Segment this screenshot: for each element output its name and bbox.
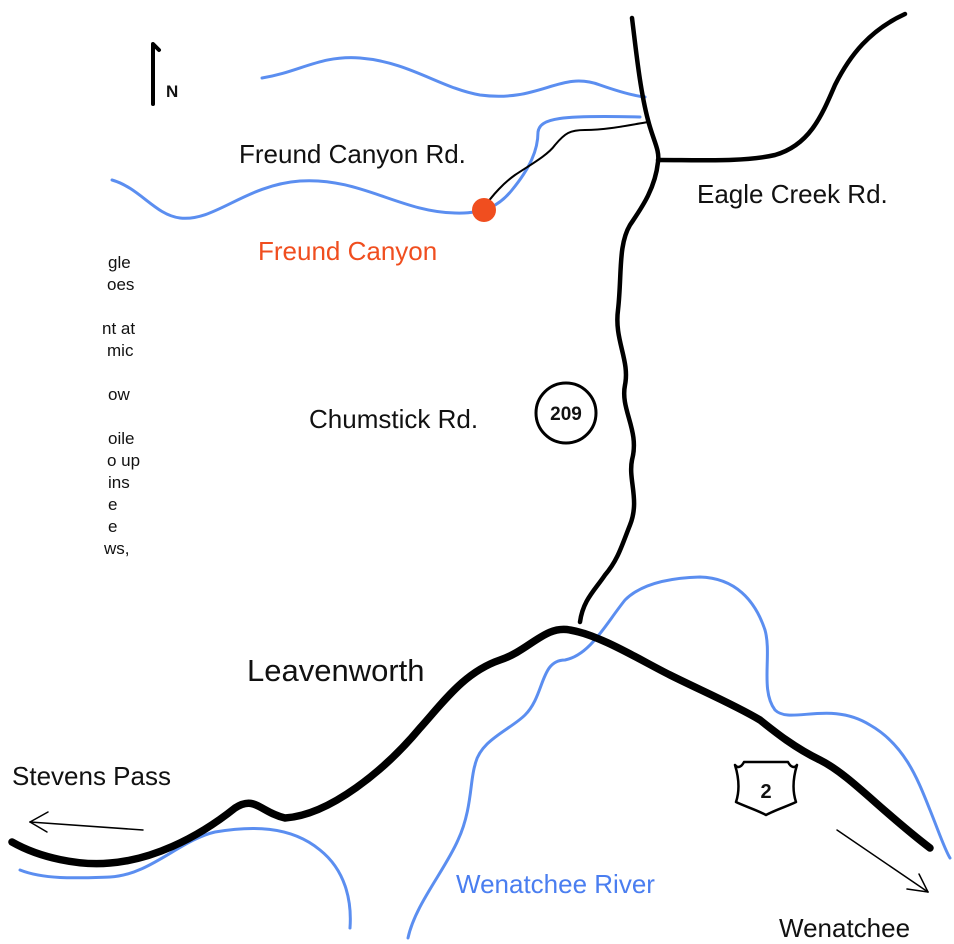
side-text-line-content: ins xyxy=(108,473,130,492)
side-text-line-content: oes xyxy=(107,275,135,294)
side-text-line: e xyxy=(0,494,140,516)
direction-arrows xyxy=(29,811,929,893)
trailhead-marker-icon xyxy=(472,198,496,222)
eagle-creek-road xyxy=(655,11,908,163)
side-text-line-content: gle xyxy=(108,253,131,272)
side-text-line xyxy=(0,296,140,318)
freund-creek xyxy=(110,114,642,220)
upper-creek xyxy=(260,56,647,99)
highway-2 xyxy=(8,625,934,868)
wenatchee-label: Wenatchee xyxy=(779,913,910,943)
side-text-line: nt at xyxy=(0,318,140,340)
side-text-line: oes xyxy=(0,274,140,296)
side-text-line-content: mic xyxy=(107,341,134,360)
map-labels: Freund Canyon Rd. Freund Canyon Eagle Cr… xyxy=(12,139,910,943)
southeast-arrow-icon xyxy=(836,829,929,893)
leavenworth-label: Leavenworth xyxy=(247,653,425,688)
freund-canyon-label: Freund Canyon xyxy=(258,236,437,266)
stevens-pass-label: Stevens Pass xyxy=(12,761,171,791)
side-text-line xyxy=(0,406,140,428)
north-label: N xyxy=(166,82,178,101)
side-text-line xyxy=(0,362,140,384)
chumstick-rd-label: Chumstick Rd. xyxy=(309,404,478,434)
rivers xyxy=(18,56,952,940)
side-text-line: gle xyxy=(0,252,140,274)
side-text-line-content: ow xyxy=(108,385,130,404)
side-text-line-content: e xyxy=(108,517,118,536)
eagle-creek-rd-label: Eagle Creek Rd. xyxy=(697,179,888,209)
side-text-line-content: ws, xyxy=(104,539,130,558)
west-arrow-icon xyxy=(29,811,144,833)
side-text-line-content: nt at xyxy=(102,319,136,338)
route-209-label: 209 xyxy=(550,404,582,425)
wenatchee-river-main xyxy=(406,575,952,940)
us-route-2-shield-icon: 2 xyxy=(733,760,799,817)
side-text-line: oile xyxy=(0,428,140,450)
side-text-line: mic xyxy=(0,340,140,362)
north-arrow-icon: N xyxy=(151,42,178,106)
roads xyxy=(8,11,934,868)
chumstick-road xyxy=(577,15,661,625)
route-209-shield-icon: 209 xyxy=(534,381,598,445)
side-text-line: ws, xyxy=(0,538,140,560)
side-text-line: ow xyxy=(0,384,140,406)
wenatchee-river-label: Wenatchee River xyxy=(456,869,655,899)
route-2-label: 2 xyxy=(760,781,771,803)
freund-canyon-road xyxy=(483,121,649,209)
side-text-line: ins xyxy=(0,472,140,494)
side-text-line-content: o up xyxy=(107,451,140,470)
side-text-line-content: oile xyxy=(108,429,135,448)
side-text-line-content: e xyxy=(108,495,118,514)
side-text-line: o up xyxy=(0,450,140,472)
side-text-line: e xyxy=(0,516,140,538)
freund-canyon-rd-label: Freund Canyon Rd. xyxy=(239,139,466,169)
lower-river-bend xyxy=(18,826,352,930)
side-text-block: gle oes nt at mic ow oile o up ins e e w… xyxy=(0,252,140,560)
